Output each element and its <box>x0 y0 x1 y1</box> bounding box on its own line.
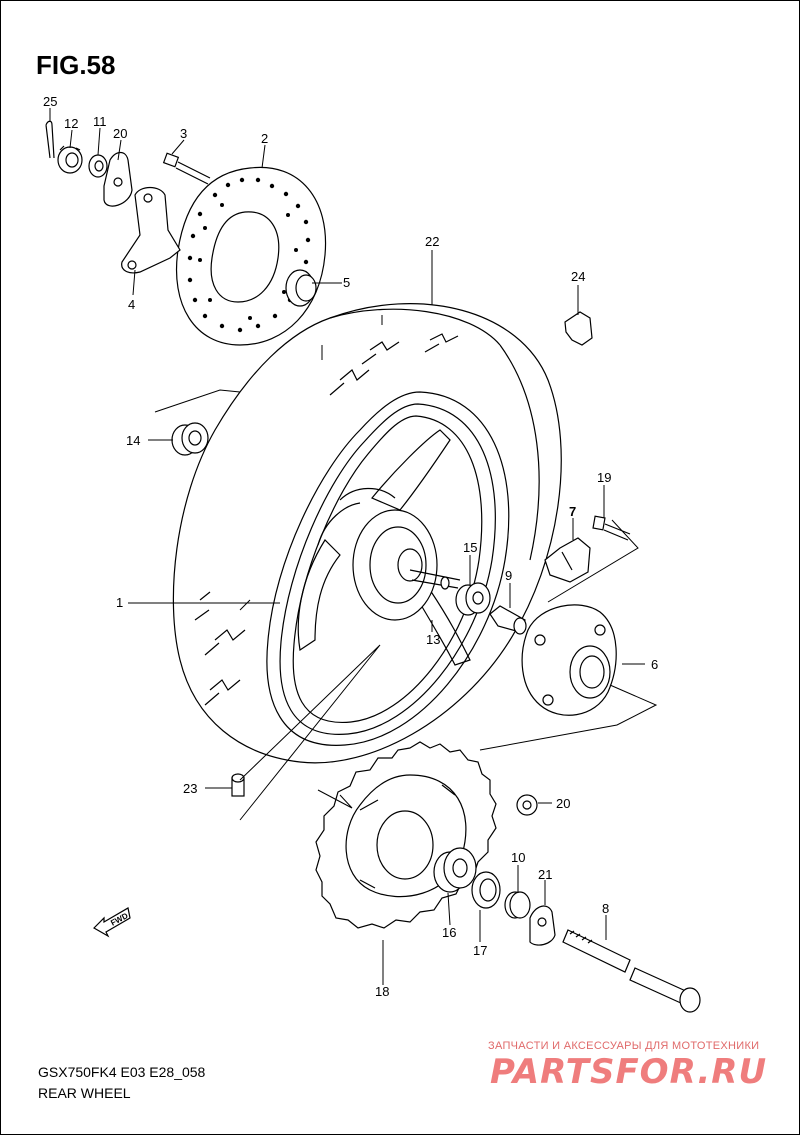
oil-seal <box>471 871 501 909</box>
castle-nut <box>57 145 83 174</box>
part-label-23: 23 <box>183 781 197 796</box>
fwd-arrow-icon: FWD <box>93 907 131 938</box>
drum-bearing <box>433 847 477 893</box>
wheel-bearing-left <box>171 422 209 456</box>
brake-disc <box>176 166 327 346</box>
disc-bolt <box>162 152 211 185</box>
part-label-5: 5 <box>343 275 350 290</box>
part-label-2: 2 <box>261 131 268 146</box>
part-label-21: 21 <box>538 867 552 882</box>
retainer-clip <box>564 311 593 346</box>
part-label-24: 24 <box>571 269 585 284</box>
part-label-19: 19 <box>597 470 611 485</box>
sprocket-nut <box>516 794 538 816</box>
rear-axle <box>562 929 701 1013</box>
leader-lines <box>49 108 658 985</box>
disc-spacer <box>285 269 317 307</box>
part-label-16: 16 <box>442 925 456 940</box>
part-label-8: 8 <box>602 901 609 916</box>
hub-spacer <box>489 605 527 635</box>
part-label-11: 11 <box>93 114 107 129</box>
part-label-14: 14 <box>126 433 140 448</box>
part-label-3: 3 <box>180 126 187 141</box>
part-label-22: 22 <box>425 234 439 249</box>
hub-axle-stub <box>409 569 461 590</box>
figure-title: FIG.58 <box>36 50 116 80</box>
grease-nipple <box>231 773 245 797</box>
watermark-logo: PARTSFOR.RU <box>490 1052 768 1092</box>
wheel-damper <box>544 537 591 583</box>
torque-stopper-lower <box>529 905 556 946</box>
part-number-labels: 25 12 11 20 3 2 4 5 22 24 14 19 7 15 9 1… <box>43 94 658 999</box>
part-label-4: 4 <box>128 297 135 312</box>
part-label-25: 25 <box>43 94 57 109</box>
part-label-1: 1 <box>116 595 123 610</box>
part-label-13: 13 <box>426 632 440 647</box>
sprocket-drum <box>521 604 617 716</box>
part-label-18: 18 <box>375 984 389 999</box>
part-label-12: 12 <box>64 116 78 131</box>
rear-sprocket <box>315 741 497 929</box>
rear-tire <box>172 303 562 764</box>
wheel-bearing-right <box>455 582 491 616</box>
section-title: REAR WHEEL <box>38 1085 131 1101</box>
torque-stopper-upper <box>103 151 133 207</box>
caliper-bracket <box>121 186 181 274</box>
washer <box>88 154 108 178</box>
part-label-20-upper: 20 <box>113 126 127 141</box>
part-label-20-lower: 20 <box>556 796 570 811</box>
part-label-17: 17 <box>473 943 487 958</box>
part-label-9: 9 <box>505 568 512 583</box>
watermark-tagline: ЗАПЧАСТИ И АКСЕССУАРЫ ДЛЯ МОТОТЕХНИКИ <box>488 1040 760 1052</box>
model-code: GSX750FK4 E03 E28_058 <box>38 1064 206 1080</box>
cotter-pin <box>45 120 55 159</box>
part-label-6: 6 <box>651 657 658 672</box>
sprocket-bolt <box>592 515 631 541</box>
part-label-7: 7 <box>569 504 576 519</box>
drum-spacer <box>504 891 531 919</box>
part-label-10: 10 <box>511 850 525 865</box>
part-label-15: 15 <box>463 540 477 555</box>
